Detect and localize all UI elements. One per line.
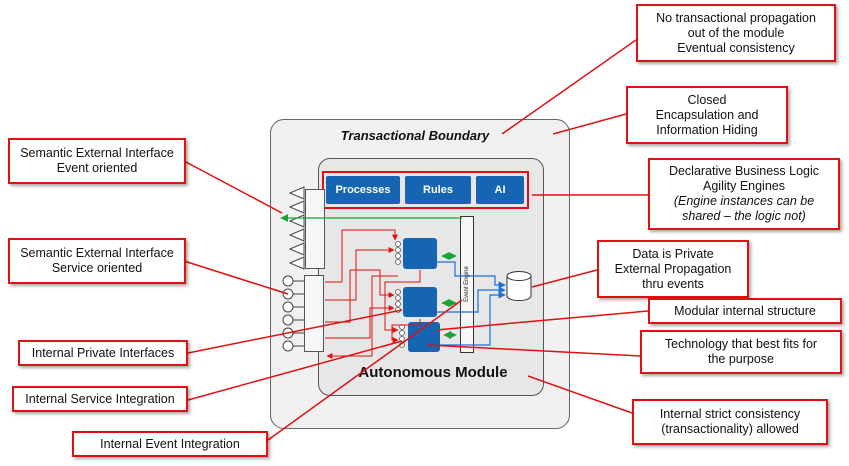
autonomous-module-label: Autonomous Module xyxy=(358,364,508,381)
rules-engine: Rules xyxy=(405,176,471,204)
callout-line: thru events xyxy=(642,276,704,291)
callout-data-is-private: Data is Private External Propagation thr… xyxy=(597,240,749,298)
callout-internal-private-interfaces: Internal Private Interfaces xyxy=(18,340,188,366)
event-interface-bar xyxy=(305,189,325,269)
callout-line: Declarative Business Logic xyxy=(668,164,820,178)
callout-line: Data is Private xyxy=(632,246,714,261)
transactional-boundary-label: Transactional Boundary xyxy=(340,128,490,143)
callout-semantic-service-interface: Semantic External Interface Service orie… xyxy=(8,238,186,284)
processes-engine: Processes xyxy=(326,176,400,204)
component-ports xyxy=(395,241,405,348)
callout-line: Agility Engines xyxy=(703,179,785,193)
event-arrows xyxy=(280,214,462,339)
callout-internal-service-integration: Internal Service Integration xyxy=(12,386,188,412)
callout-line: Closed xyxy=(687,92,727,107)
service-interface-circles xyxy=(282,275,304,352)
event-engine-bar xyxy=(460,216,474,353)
callout-internal-strict-consistency: Internal strict consistency (transaction… xyxy=(632,399,828,445)
callout-technology: Technology that best fits for the purpos… xyxy=(640,330,842,374)
component-2 xyxy=(403,287,437,317)
callout-declarative-business-logic: Declarative Business Logic Agility Engin… xyxy=(648,158,840,230)
callout-line: Internal Service Integration xyxy=(25,391,175,406)
internal-wiring xyxy=(325,229,421,359)
callout-line: Event oriented xyxy=(56,161,138,175)
callout-line: External Propagation xyxy=(614,261,732,276)
callout-line: Eventual consistency xyxy=(677,40,795,55)
callout-semantic-event-interface: Semantic External Interface Event orient… xyxy=(8,138,186,184)
callout-line: shared – the logic not) xyxy=(682,209,806,223)
service-interface-bar xyxy=(304,275,324,352)
callout-line: Semantic External Interface xyxy=(20,246,174,260)
callout-modular-structure: Modular internal structure xyxy=(648,298,842,324)
callout-line: (transactionality) allowed xyxy=(661,422,799,436)
callout-no-transactional-propagation: No transactional propagation out of the … xyxy=(636,4,836,62)
callout-line: (Engine instances can be xyxy=(673,194,815,208)
callout-line: Technology that best fits for xyxy=(664,337,818,351)
callout-closed-encapsulation: Closed Encapsulation and Information Hid… xyxy=(626,86,788,144)
component-1 xyxy=(403,238,437,269)
event-interface-triangles xyxy=(288,186,305,270)
callout-line: the purpose xyxy=(707,352,775,366)
callout-internal-event-integration: Internal Event Integration xyxy=(72,431,268,457)
ai-engine: AI xyxy=(476,176,524,204)
callout-line: out of the module xyxy=(687,25,785,40)
callout-line: No transactional propagation xyxy=(656,10,816,25)
callout-line: Information Hiding xyxy=(656,122,758,137)
callout-line: Modular internal structure xyxy=(674,303,816,318)
callout-lines xyxy=(183,39,649,441)
callout-line: Internal Private Interfaces xyxy=(31,345,175,360)
callout-line: Service oriented xyxy=(51,261,143,275)
callout-line: Semantic External Interface xyxy=(20,146,174,160)
callout-line: Encapsulation and xyxy=(655,107,759,122)
callout-line: Internal strict consistency xyxy=(659,407,801,421)
data-arrows xyxy=(437,261,506,346)
callout-line: Internal Event Integration xyxy=(100,436,240,451)
database-icon xyxy=(506,271,532,301)
